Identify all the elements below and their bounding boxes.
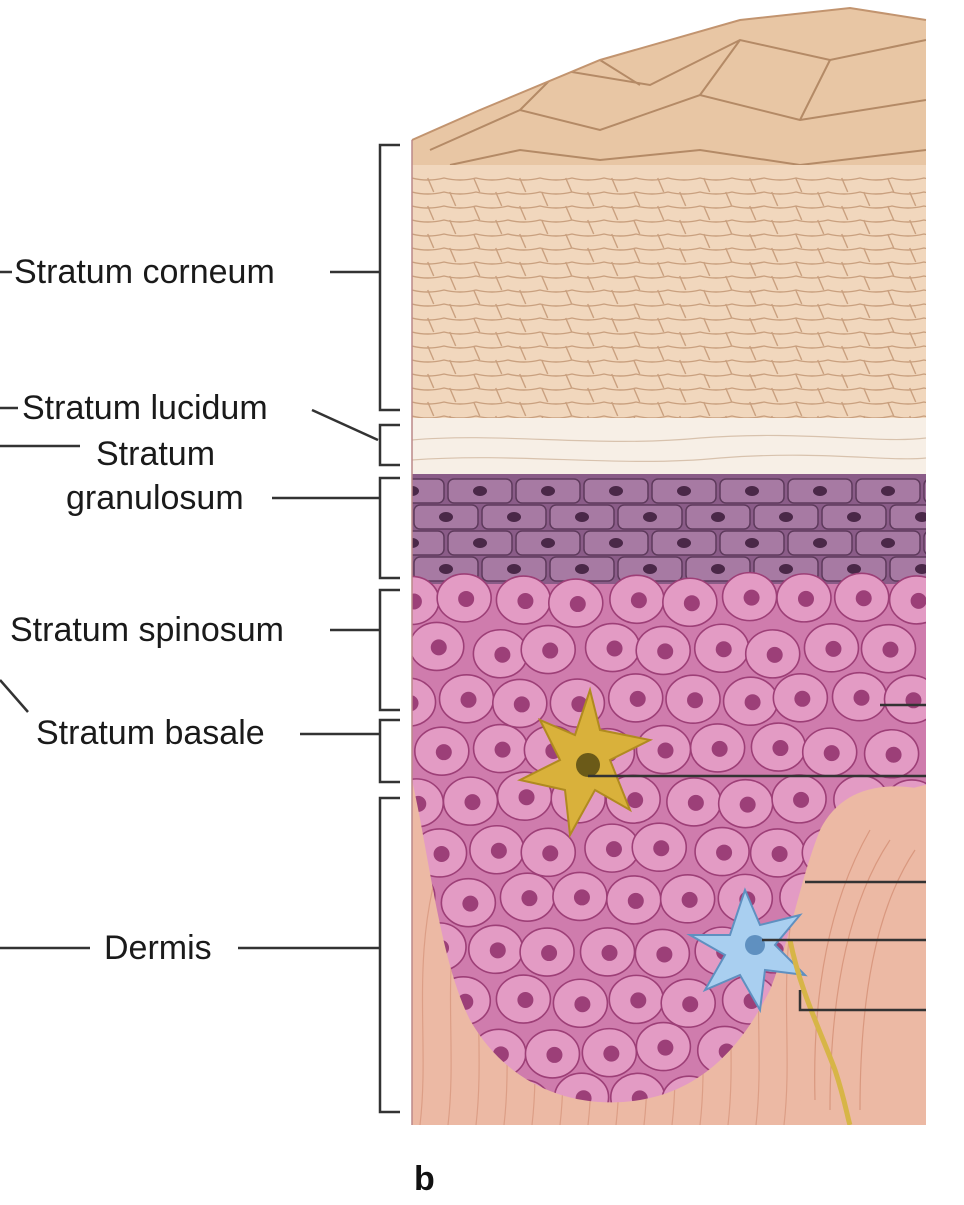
bracket-lucidum [378, 423, 400, 467]
bracket-corneum [378, 143, 400, 412]
label-stratum-granulosum-line1: Stratum [96, 435, 216, 473]
stratum-lucidum-region [412, 418, 926, 476]
label-dermis: Dermis [104, 929, 212, 967]
panel-letter: b [414, 1160, 435, 1198]
label-stratum-spinosum: Stratum spinosum [10, 611, 284, 649]
leader-lines [0, 270, 926, 1012]
label-stratum-corneum: Stratum corneum [14, 253, 275, 291]
bracket-dermis [378, 796, 400, 1114]
nerve-fiber [787, 939, 853, 1125]
surface-scales [412, 8, 926, 170]
label-stratum-lucidum: Stratum lucidum [22, 389, 268, 427]
bracket-basale [378, 718, 400, 784]
layer-brackets [378, 143, 400, 1114]
label-stratum-basale: Stratum basale [36, 714, 265, 752]
dendritic-cell [686, 887, 808, 1014]
bracket-spinosum [378, 588, 400, 712]
dermal-papilla [800, 785, 926, 1125]
label-stratum-granulosum-line2: granulosum [66, 479, 244, 517]
melanocyte [517, 686, 654, 839]
bracket-granulosum [378, 476, 400, 580]
tissue-block [412, 8, 926, 1125]
